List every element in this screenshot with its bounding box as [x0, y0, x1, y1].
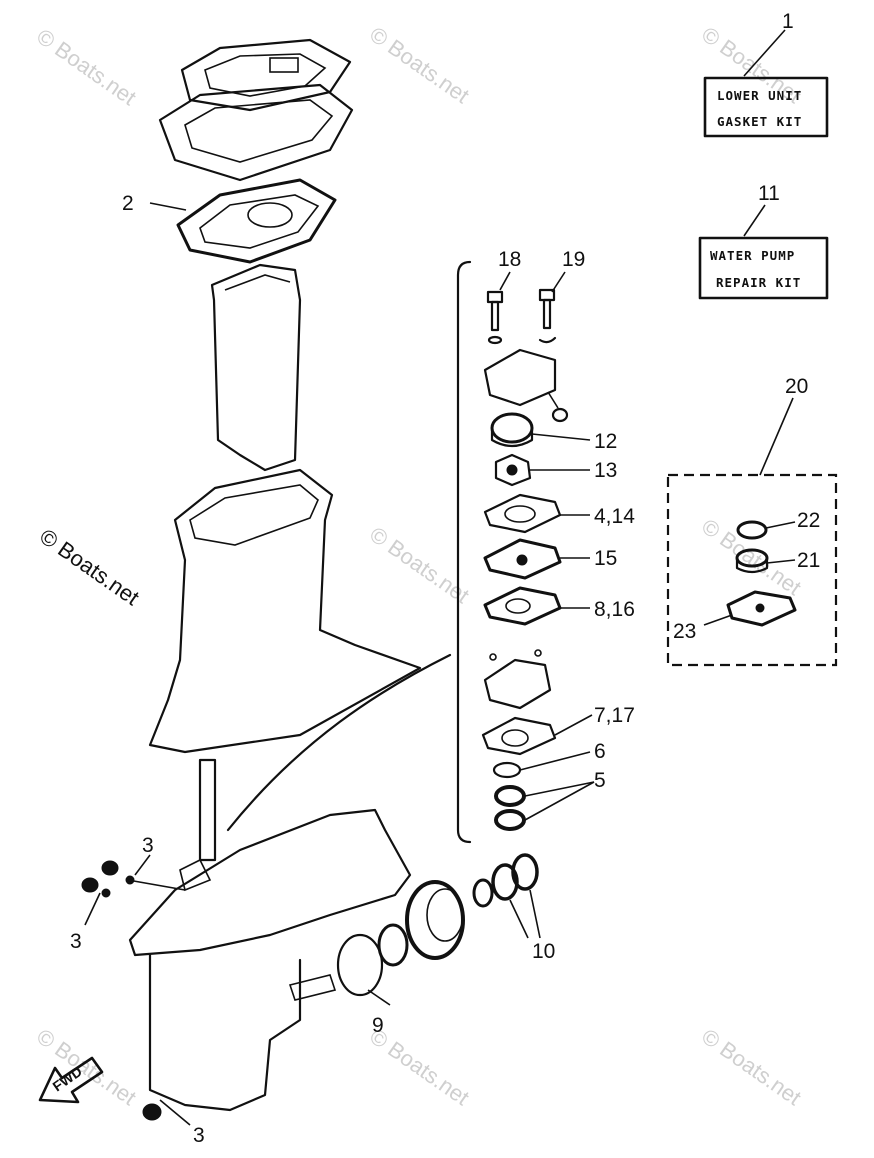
callout-15: 15 [594, 547, 617, 570]
kit-box-line1: LOWER UNIT [717, 88, 802, 103]
callout-1: 1 [782, 10, 794, 33]
callout-22: 22 [797, 509, 820, 532]
callout-12: 12 [594, 430, 617, 453]
kit-box-line1: WATER PUMP [710, 248, 795, 263]
watermark: © Boats.net [365, 22, 474, 109]
callout-4-14: 4,14 [594, 505, 635, 528]
callout-6: 6 [594, 740, 606, 763]
upper-gaskets [158, 38, 354, 182]
callout-9: 9 [372, 1014, 384, 1037]
callout-10: 10 [532, 940, 555, 963]
drive-shaft [226, 653, 452, 832]
watermark: © Boats.net [697, 1024, 806, 1111]
watermarks: © Boats.net © Boats.net © Boats.net © Bo… [32, 22, 806, 1111]
callout-18: 18 [498, 248, 521, 271]
callout-20: 20 [785, 375, 808, 398]
kit-box-lower-unit-gasket: LOWER UNIT GASKET KIT 1 [703, 10, 829, 138]
callout-13: 13 [594, 459, 617, 482]
callout-21: 21 [797, 549, 820, 572]
callout-11: 11 [758, 182, 780, 205]
watermark: © Boats.net [697, 514, 806, 601]
bolts-3: 3 3 3 [70, 834, 205, 1147]
kit-box-line2: REPAIR KIT [716, 275, 801, 290]
kit-box-water-pump-repair: WATER PUMP REPAIR KIT 11 [698, 182, 829, 300]
callout-2: 2 [122, 192, 134, 215]
kit-box-line2: GASKET KIT [717, 114, 802, 129]
water-pump-parts: 18 19 12 13 4,14 15 8,16 [481, 248, 635, 831]
callout-3: 3 [193, 1124, 205, 1147]
lower-casing [128, 808, 412, 1112]
kit-group-20: 20 22 21 23 [666, 375, 838, 667]
callout-3: 3 [70, 930, 82, 953]
callout-23: 23 [673, 620, 696, 643]
gasket-2: 2 [122, 178, 337, 264]
callout-3: 3 [142, 834, 154, 857]
watermark: © Boats.net [32, 1024, 141, 1111]
callout-19: 19 [562, 248, 585, 271]
callout-7-17: 7,17 [594, 704, 635, 727]
prop-shaft-parts: 9 10 [336, 853, 555, 1037]
watermark: © Boats.net [32, 24, 141, 111]
callout-8-16: 8,16 [594, 598, 635, 621]
callout-5: 5 [594, 769, 606, 792]
upper-casing [148, 263, 422, 862]
watermark-dark: © Boats.net [35, 524, 144, 611]
water-pump-bracket [456, 260, 472, 844]
